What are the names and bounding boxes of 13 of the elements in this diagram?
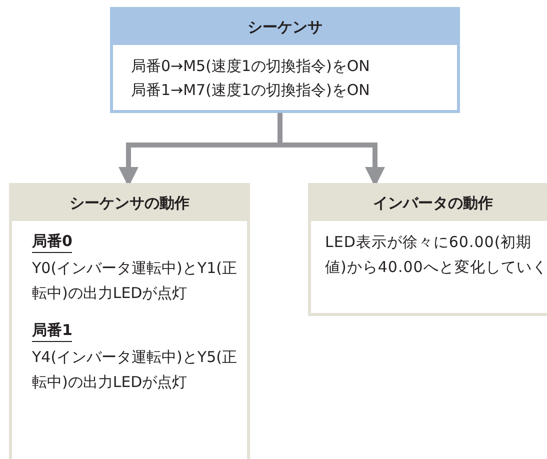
body-text: LED表示が徐々に60.00(初期値)から40.00へと変化していく: [325, 232, 547, 278]
body-text: 局番1→M7(速度1の切換指令)をON: [131, 80, 371, 100]
box-heading: シーケンサの動作: [12, 186, 247, 220]
process-box: [308, 183, 547, 316]
body-text: Y0(インバータ運転中)とY1(正転中)の出力LEDが点灯: [32, 258, 238, 304]
box-heading: インバータの動作: [311, 186, 547, 220]
process-box: [110, 7, 460, 113]
process-box: [9, 183, 250, 459]
body-text: 局番0→M5(速度1の切換指令)をON: [131, 56, 371, 76]
body-text: Y4(インバータ運転中)とY5(正転中)の出力LEDが点灯: [32, 346, 238, 392]
section-heading: 局番1: [32, 320, 72, 342]
box-heading: シーケンサ: [113, 10, 457, 44]
section-heading: 局番0: [32, 230, 72, 252]
